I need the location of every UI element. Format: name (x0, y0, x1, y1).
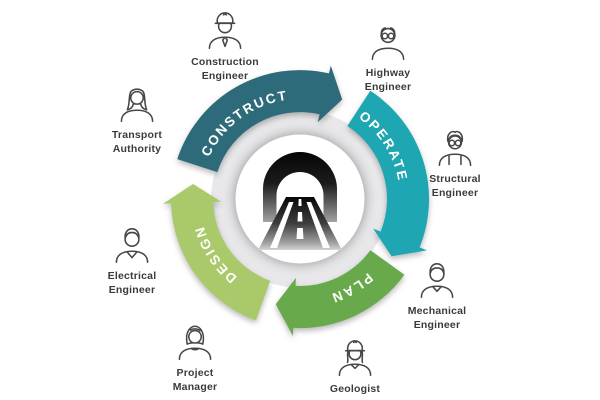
role-label-line2: Engineer (413, 318, 461, 331)
role-construction-engineer: Construction Engineer (179, 7, 271, 83)
role-label-line1: Project (176, 367, 214, 379)
role-label: Electrical Engineer (108, 270, 157, 297)
role-label-line2: Engineer (431, 186, 479, 199)
project-manager-icon (178, 325, 212, 361)
role-label: Highway Engineer (365, 67, 412, 94)
role-label-line2: Authority (112, 142, 162, 155)
role-label-line2: Engineer (364, 80, 412, 93)
role-mechanical-engineer: Mechanical Engineer (391, 256, 483, 332)
role-project-manager: Project Manager (149, 318, 241, 394)
role-highway-engineer: Highway Engineer (342, 18, 434, 94)
role-label: Geologist (330, 383, 380, 397)
construction-engineer-icon (208, 12, 242, 50)
role-label: Structural Engineer (429, 173, 481, 200)
role-label-line1: Mechanical (407, 305, 467, 317)
highway-engineer-icon (371, 27, 405, 61)
role-electrical-engineer: Electrical Engineer (86, 221, 178, 297)
role-geologist: Geologist (309, 334, 401, 397)
segment-plan (275, 250, 405, 336)
role-label: Construction Engineer (191, 56, 259, 83)
structural-engineer-icon (438, 130, 472, 167)
tunnel-arch (263, 152, 337, 222)
role-label-line1: Construction (191, 56, 259, 68)
road-center-dashes (296, 199, 304, 239)
role-label-line1: Transport (111, 129, 163, 141)
road-left-edge-line (270, 202, 294, 248)
tunnel-road-icon (258, 152, 342, 250)
geologist-icon (338, 340, 372, 377)
role-label: Mechanical Engineer (408, 305, 467, 332)
segment-construct (177, 65, 343, 173)
transport-authority-icon (120, 88, 154, 123)
role-label-line2: Engineer (201, 69, 249, 82)
segment-design (163, 184, 271, 321)
role-label-line1: Electrical (107, 270, 157, 282)
role-label-line1: Highway (365, 67, 411, 79)
role-label-line1: Geologist (329, 383, 381, 395)
role-label: Project Manager (173, 367, 218, 394)
role-transport-authority: Transport Authority (91, 80, 183, 156)
mechanical-engineer-icon (420, 263, 454, 299)
role-label-line2: Manager (172, 380, 218, 393)
role-label: Transport Authority (112, 129, 162, 156)
role-label-line1: Structural (429, 173, 481, 185)
electrical-engineer-icon (115, 228, 149, 264)
role-structural-engineer: Structural Engineer (409, 124, 501, 200)
road-right-edge-line (306, 202, 330, 248)
segment-operate (347, 90, 430, 257)
role-label-line2: Engineer (108, 283, 156, 296)
